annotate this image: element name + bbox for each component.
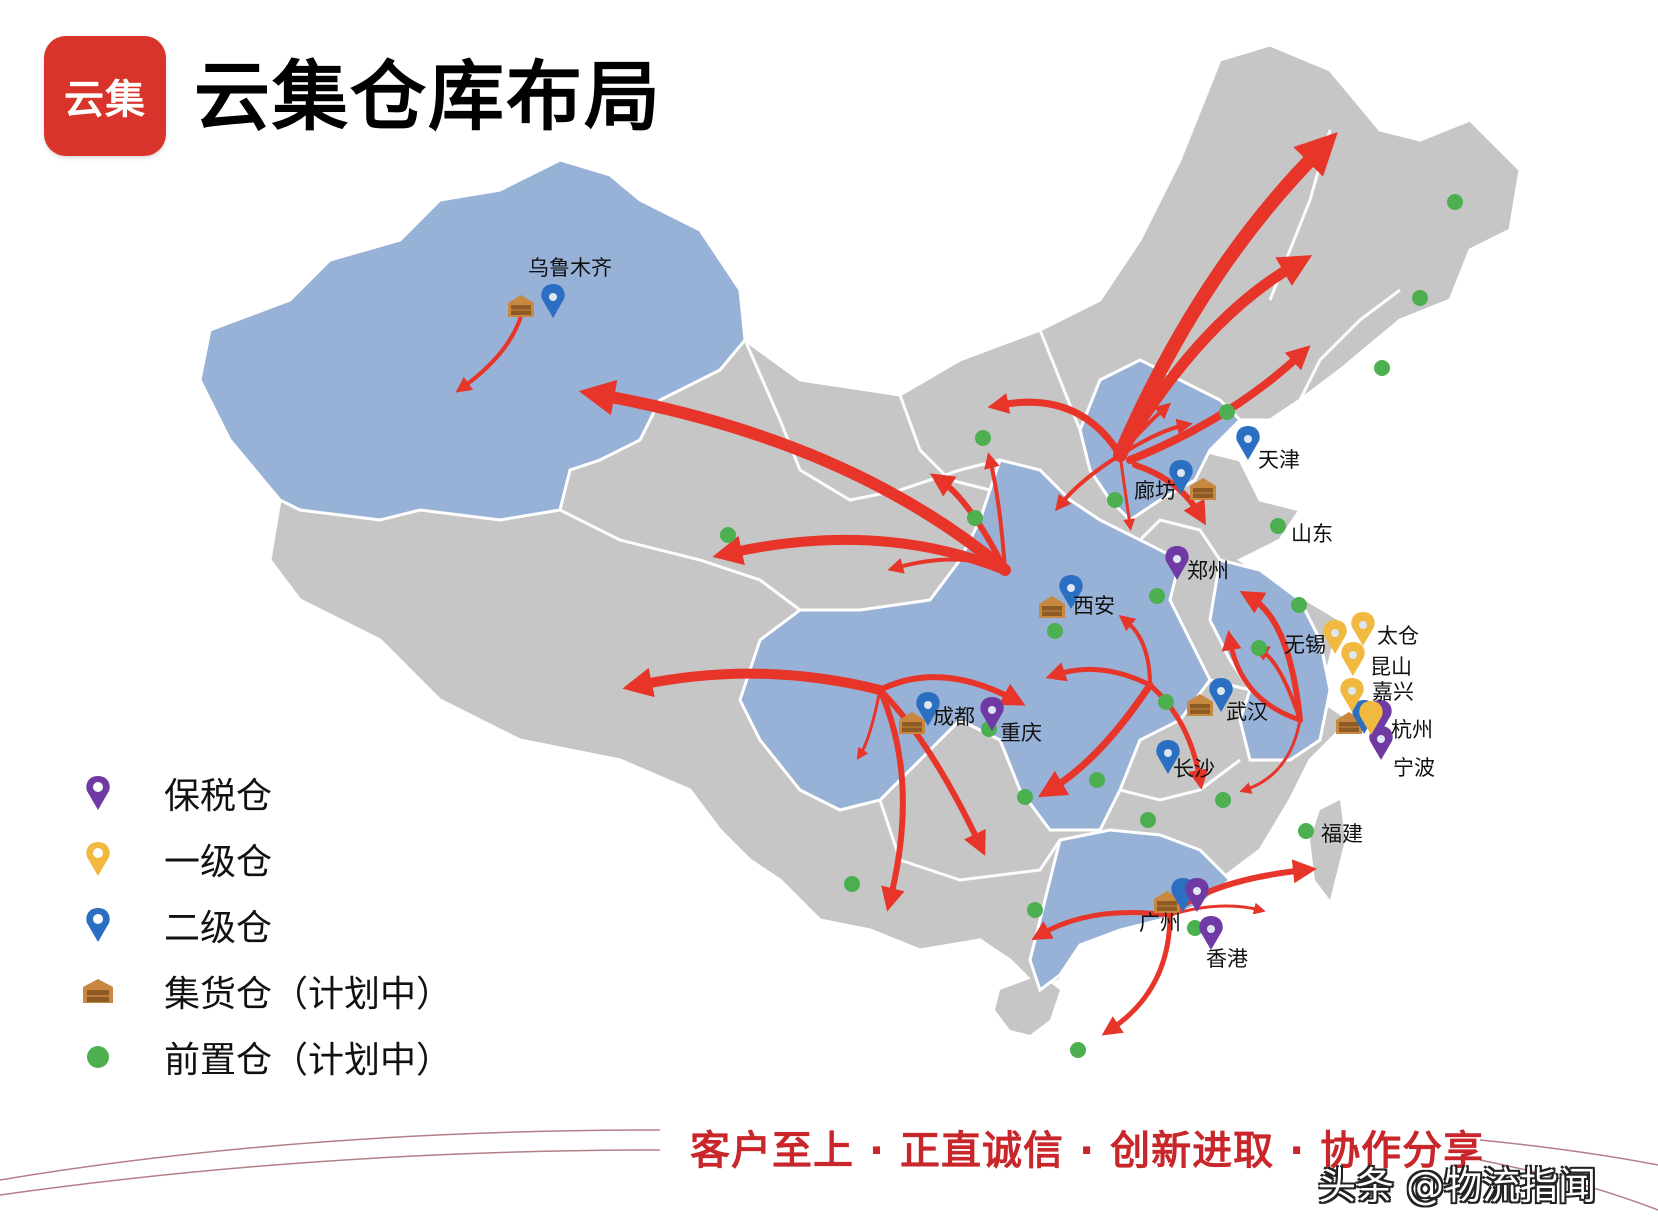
- legend-label: 一级仓: [164, 842, 273, 883]
- city-label-hongkong: 香港: [1206, 947, 1248, 971]
- legend-item-bonded: 保税仓: [78, 760, 452, 826]
- city-label-wuhan: 武汉: [1226, 700, 1268, 724]
- legend-label: 前置仓（计划中）: [164, 1040, 453, 1081]
- city-label-chongqing: 重庆: [1000, 721, 1042, 745]
- warehouse-icon-chengdu: [899, 712, 925, 734]
- city-label-urumqi: 乌鲁木齐: [528, 256, 612, 280]
- page-title: 云集仓库布局: [194, 52, 662, 141]
- map-legend: 保税仓 一级仓 二级仓 集货仓（计划中） 前置仓（计划中）: [78, 760, 452, 1090]
- city-label-hangzhou: 杭州: [1391, 718, 1433, 742]
- region-north-china: [1078, 358, 1243, 522]
- front-warehouses: [720, 194, 1463, 1058]
- legend-label: 二级仓: [164, 908, 273, 949]
- legend-item-primary: 一级仓: [78, 826, 452, 892]
- city-label-langfang: 廊坊: [1134, 479, 1176, 503]
- pin-yellow-icon: [78, 840, 118, 878]
- city-label-taicang: 太仓: [1377, 624, 1419, 648]
- distribution-arrows: [455, 132, 1338, 1036]
- province-borders: [559, 129, 1401, 882]
- region-guangdong: [1028, 828, 1233, 993]
- city-label-jiaxing: 嘉兴: [1372, 680, 1414, 704]
- city-label-zhengzhou: 郑州: [1187, 559, 1229, 583]
- warehouse-icon-wuhan: [1187, 694, 1213, 716]
- city-label-chengdu: 成都: [933, 705, 975, 729]
- warehouse-icon-urumqi: [508, 295, 534, 317]
- green-dot-icon: [78, 1045, 118, 1069]
- footer-swoosh: [0, 1129, 1658, 1211]
- legend-item-front: 前置仓（计划中）: [78, 1024, 452, 1090]
- hainan-island: [995, 975, 1060, 1035]
- logo-text: 云集: [64, 77, 146, 123]
- warehouse-icon: [78, 977, 118, 1005]
- legend-label: 保税仓: [164, 776, 273, 817]
- city-label-kunshan: 昆山: [1370, 655, 1412, 679]
- pin-purple-icon: [78, 774, 118, 812]
- legend-item-secondary: 二级仓: [78, 892, 452, 958]
- legend-label: 集货仓（计划中）: [164, 974, 453, 1015]
- city-label-shandong: 山东: [1291, 522, 1333, 546]
- warehouse-icon-guangzhou: [1154, 891, 1180, 913]
- yunji-logo: 云集: [44, 36, 166, 156]
- city-label-changsha: 长沙: [1173, 757, 1215, 781]
- city-label-tianjin: 天津: [1258, 448, 1300, 472]
- city-label-guangzhou: 广州: [1139, 911, 1181, 935]
- warehouse-icon-xian: [1039, 596, 1065, 618]
- taiwan-island: [1310, 800, 1345, 900]
- legend-item-consolidation: 集货仓（计划中）: [78, 958, 452, 1024]
- city-label-wuxi: 无锡: [1284, 633, 1326, 657]
- city-label-fujian: 福建: [1321, 822, 1363, 846]
- company-slogan: 客户至上 · 正直诚信 · 创新进取 · 协作分享: [690, 1128, 1485, 1174]
- city-label-xian: 西安: [1073, 594, 1115, 618]
- city-label-ningbo: 宁波: [1393, 756, 1435, 780]
- source-watermark: 头条 @物流指闻: [1318, 1164, 1597, 1208]
- warehouse-icon-langfang: [1190, 478, 1216, 500]
- warehouse-pins: [541, 284, 1393, 950]
- consolidation-warehouses: [508, 295, 1362, 913]
- region-xinjiang: [198, 158, 747, 522]
- pin-blue-icon: [78, 906, 118, 944]
